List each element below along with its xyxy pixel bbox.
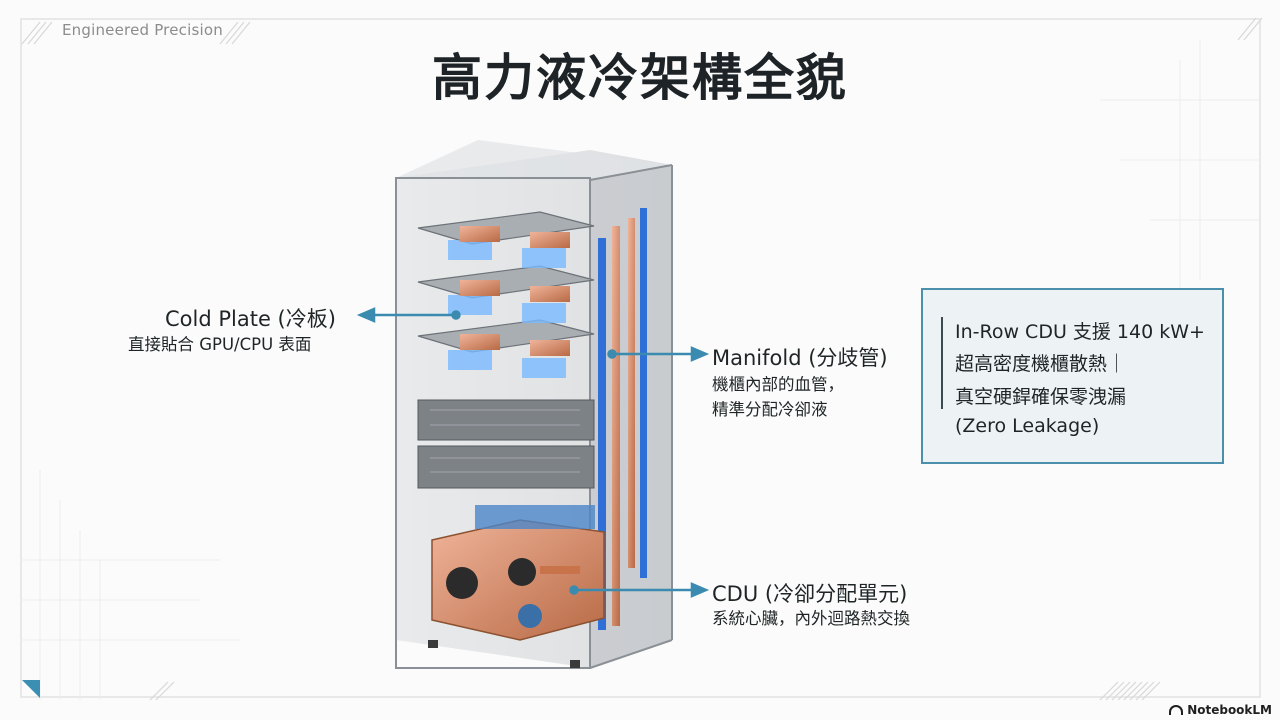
manifold-desc-line-2: 精準分配冷卻液 — [712, 400, 828, 419]
spec-line-1: In-Row CDU 支援 140 kW+ — [955, 321, 1205, 343]
spec-line-2: 超高密度機櫃散熱｜ — [955, 353, 1127, 375]
page-title: 高力液冷架構全貌 — [432, 49, 848, 107]
cdu-title: CDU (冷卻分配單元) — [712, 582, 908, 606]
notebooklm-watermark: NotebookLM — [1169, 703, 1272, 717]
manifold-title: Manifold (分歧管) — [712, 346, 888, 370]
notebooklm-icon — [1169, 705, 1184, 715]
spec-line-4: (Zero Leakage) — [955, 415, 1100, 437]
cold-plate-desc: 直接貼合 GPU/CPU 表面 — [128, 335, 312, 354]
callout-accent-bar — [941, 317, 943, 409]
manifold-desc-line-1: 機櫃內部的血管， — [712, 375, 844, 394]
spec-callout-box: In-Row CDU 支援 140 kW+ 超高密度機櫃散熱｜ 真空硬銲確保零洩… — [921, 288, 1224, 464]
cold-plate-title: Cold Plate (冷板) — [165, 307, 336, 331]
spec-line-3: 真空硬銲確保零洩漏 — [955, 386, 1127, 408]
watermark-text: NotebookLM — [1187, 703, 1272, 717]
brand-label: Engineered Precision — [62, 21, 223, 39]
rack-illustration — [395, 140, 673, 669]
cdu-desc: 系統心臟，內外迴路熱交換 — [712, 609, 910, 628]
